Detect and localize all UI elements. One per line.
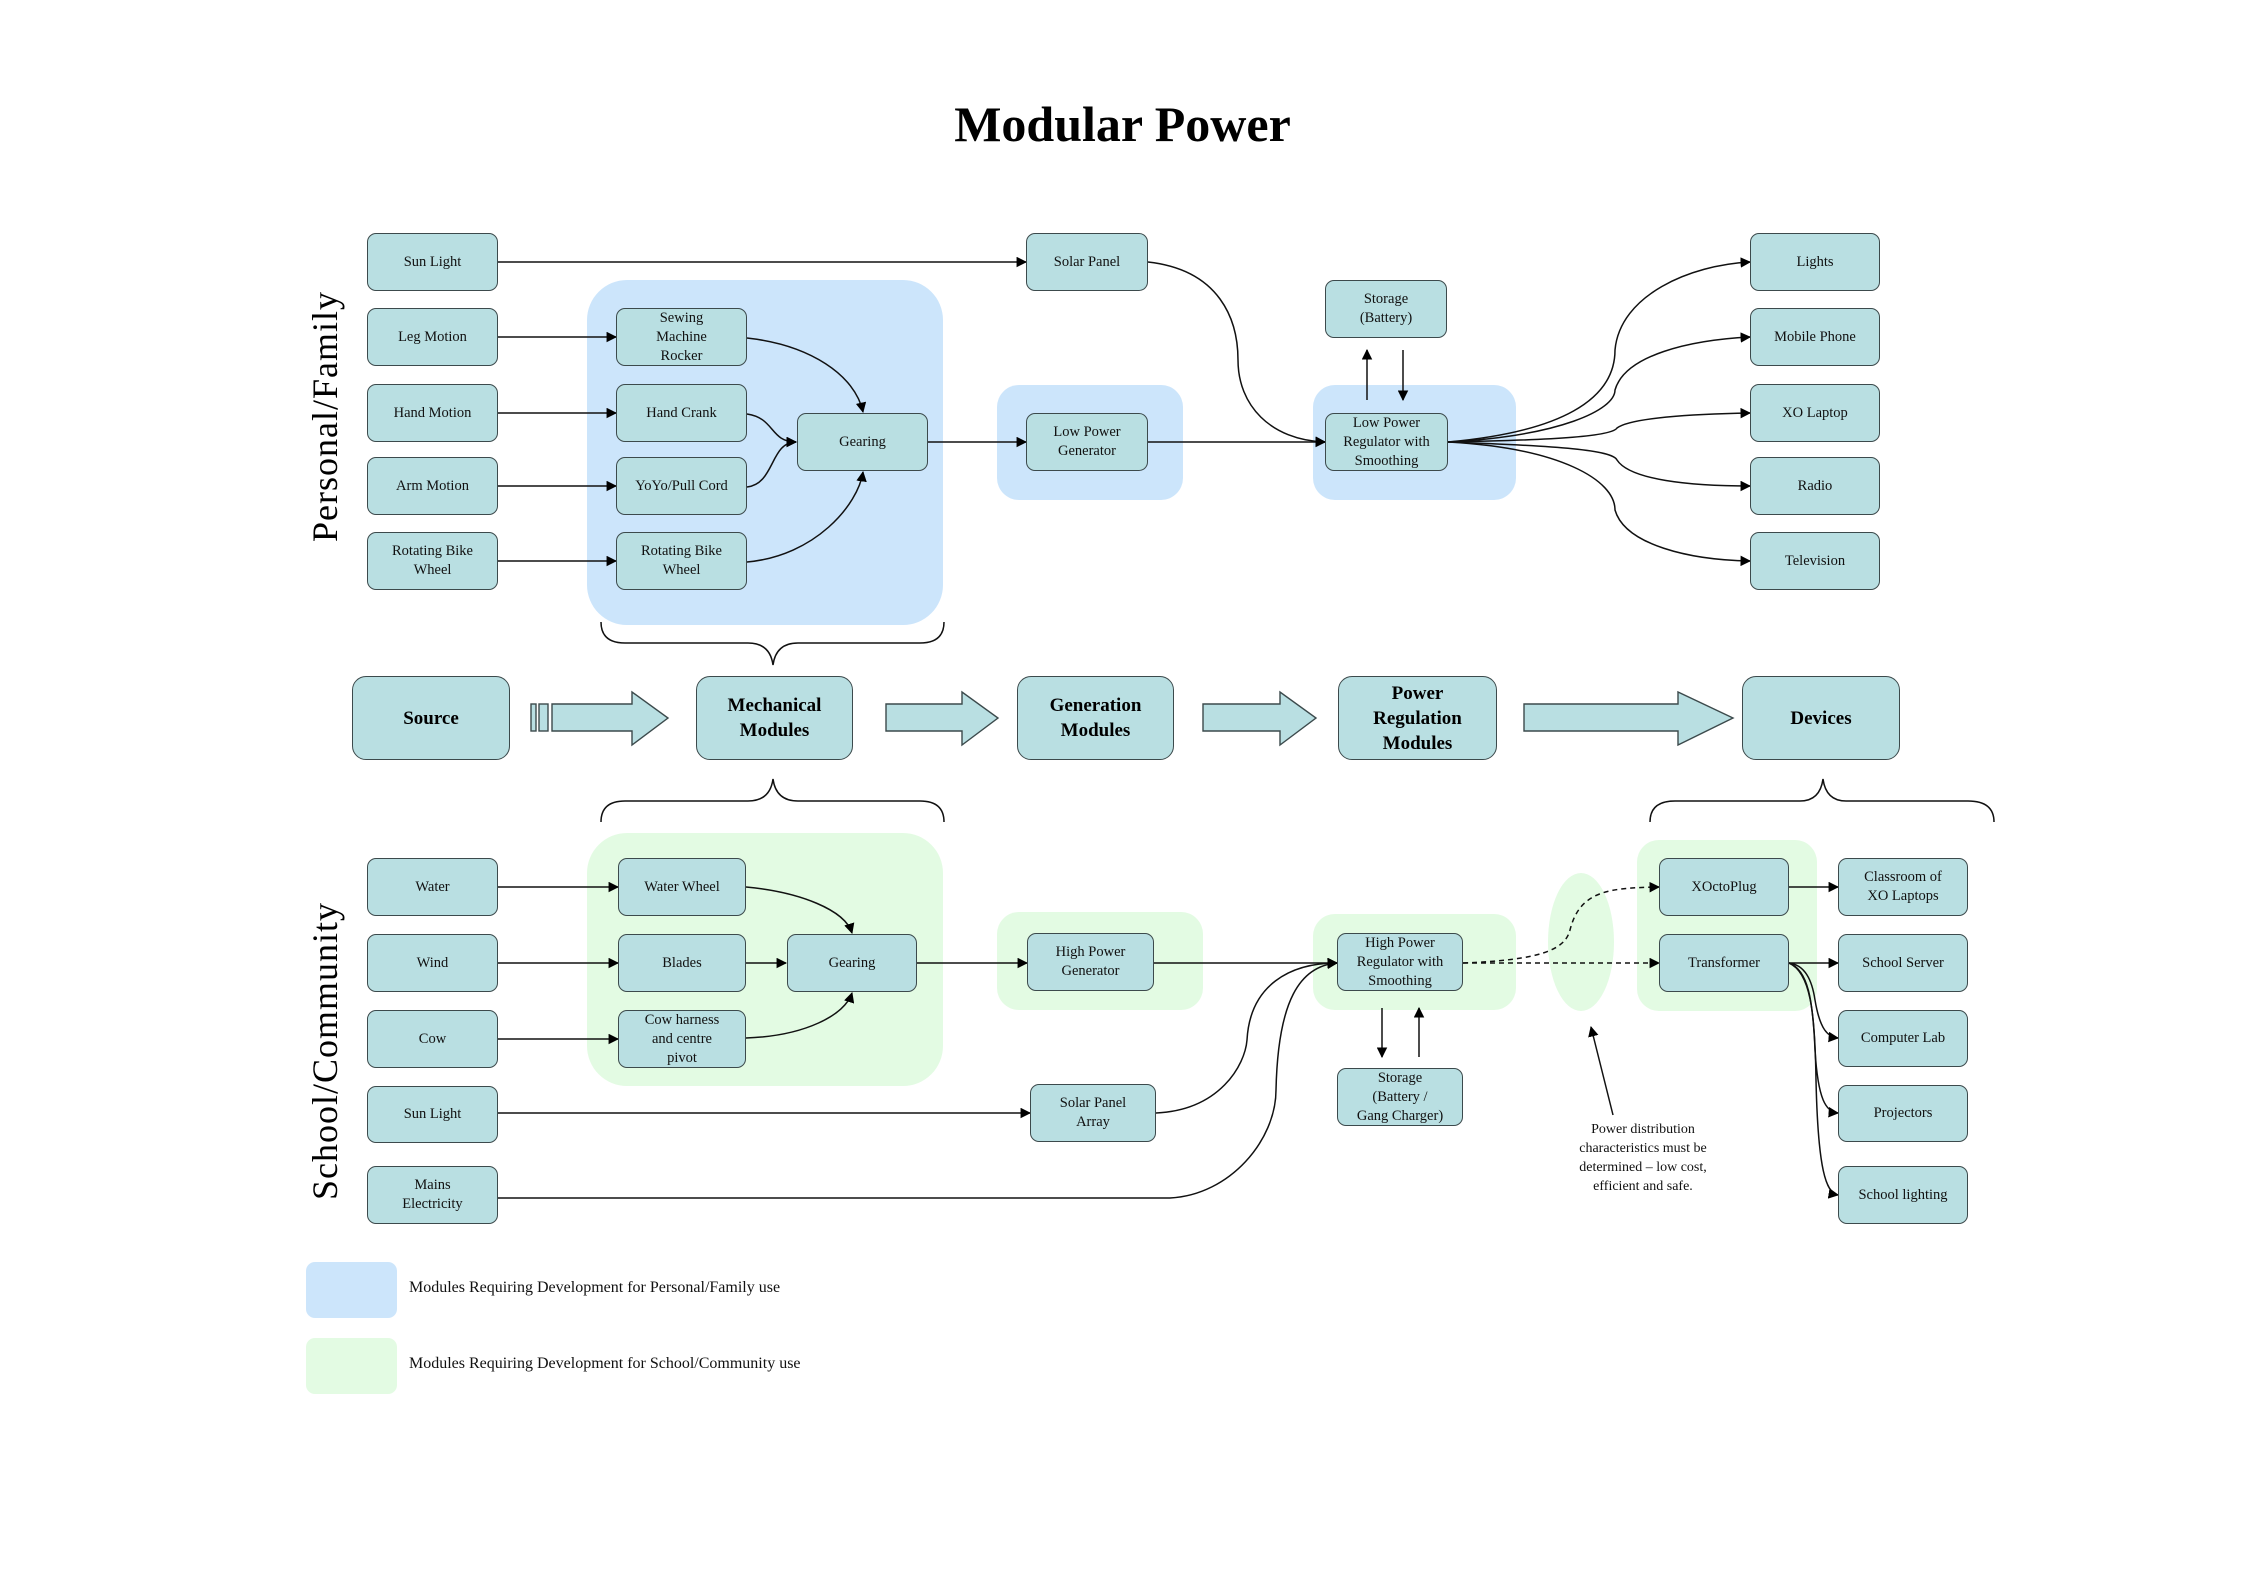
edge-transformer-lab (1788, 962, 1840, 1043)
edge-crank-gearing (746, 413, 798, 448)
diagram-title: Modular Power (954, 96, 1291, 152)
edge-array-regulator (1155, 957, 1339, 1114)
node-school-device[interactable]: School Server (1838, 934, 1968, 992)
node-transformer[interactable]: Transformer (1659, 934, 1789, 992)
edge-reg-lights (1447, 257, 1752, 443)
annotation-arrow (1588, 1025, 1614, 1116)
distribution-annotation: Power distribution characteristics must … (1579, 1122, 1707, 1194)
brace-bottom-devices (1649, 778, 1995, 823)
node-school-mechanical[interactable]: Blades (618, 934, 746, 992)
edge-mains-regulator (498, 958, 1339, 1199)
section-label-school: School/Community (305, 901, 345, 1200)
arrow-regulation-devices (1523, 690, 1735, 747)
node-school-source[interactable]: Water (367, 858, 498, 916)
edge-wheel-gearing (745, 886, 855, 935)
stage-regulation[interactable]: Power Regulation Modules (1338, 676, 1497, 760)
node-personal-device[interactable]: Mobile Phone (1750, 308, 1880, 366)
node-personal-mechanical[interactable]: Sewing Machine Rocker (616, 308, 747, 366)
node-personal-mechanical[interactable]: Rotating Bike Wheel (616, 532, 747, 590)
legend-swatch-personal (306, 1262, 397, 1318)
legend-swatch-school (306, 1338, 397, 1394)
edge-reg-mobile (1447, 332, 1752, 443)
node-school-source[interactable]: Sun Light (367, 1086, 498, 1143)
node-personal-storage[interactable]: Storage (Battery) (1325, 280, 1447, 338)
stage-devices[interactable]: Devices (1742, 676, 1900, 760)
arrow-generation-regulation (1202, 690, 1318, 747)
stage-mechanical[interactable]: Mechanical Modules (696, 676, 853, 760)
stage-source[interactable]: Source (352, 676, 510, 760)
node-personal-source[interactable]: Rotating Bike Wheel (367, 532, 498, 590)
edge-transformer-lighting (1788, 962, 1840, 1199)
node-xoctoplug[interactable]: XOctoPlug (1659, 858, 1789, 916)
node-personal-device[interactable]: Television (1750, 532, 1880, 590)
edge-solar-regulator (1147, 261, 1327, 447)
node-personal-mechanical[interactable]: YoYo/Pull Cord (616, 457, 747, 515)
node-school-device[interactable]: School lighting (1838, 1166, 1968, 1224)
node-high-power-generator[interactable]: High Power Generator (1027, 933, 1154, 991)
node-school-mechanical[interactable]: Cow harness and centre pivot (618, 1010, 746, 1068)
brace-bottom-mechanical (600, 778, 945, 823)
node-personal-source[interactable]: Leg Motion (367, 308, 498, 366)
edge-harness-gearing (745, 991, 855, 1039)
edge-transformer-projectors (1788, 962, 1840, 1118)
node-personal-source[interactable]: Arm Motion (367, 457, 498, 515)
node-school-source[interactable]: Wind (367, 934, 498, 992)
edge-reg-xo (1447, 407, 1752, 443)
node-high-power-regulator[interactable]: High Power Regulator with Smoothing (1337, 933, 1463, 991)
node-low-power-generator[interactable]: Low Power Generator (1026, 413, 1148, 471)
node-school-mechanical[interactable]: Water Wheel (618, 858, 746, 916)
node-school-device[interactable]: Classroom of XO Laptops (1838, 858, 1968, 916)
arrow-mechanical-generation (885, 690, 1000, 747)
arrow-source-mechanical (551, 690, 670, 747)
section-label-personal: Personal/Family (305, 291, 345, 542)
node-personal-gearing[interactable]: Gearing (797, 413, 928, 471)
node-school-source[interactable]: Cow (367, 1010, 498, 1068)
edge-regulator-xoctoplug (1462, 881, 1661, 964)
node-solar-panel-array[interactable]: Solar Panel Array (1030, 1084, 1156, 1142)
node-school-gearing[interactable]: Gearing (787, 934, 917, 992)
node-school-device[interactable]: Computer Lab (1838, 1010, 1968, 1067)
node-school-storage[interactable]: Storage (Battery / Gang Charger) (1337, 1068, 1463, 1126)
legend-label-school: Modules Requiring Development for School… (409, 1355, 801, 1372)
node-personal-device[interactable]: Lights (1750, 233, 1880, 291)
node-personal-device[interactable]: XO Laptop (1750, 384, 1880, 442)
node-school-source[interactable]: Mains Electricity (367, 1166, 498, 1224)
arrow-stripe-1 (530, 703, 537, 732)
brace-top-mechanical (600, 621, 945, 666)
node-personal-source[interactable]: Sun Light (367, 233, 498, 291)
legend-label-personal: Modules Requiring Development for Person… (409, 1279, 781, 1296)
edge-reg-radio (1447, 441, 1752, 492)
edge-reg-tv (1447, 441, 1752, 567)
arrow-stripe-2 (538, 703, 549, 732)
edge-sewing-gearing (746, 337, 867, 414)
edge-rotating-gearing (746, 470, 867, 563)
node-personal-solar-panel[interactable]: Solar Panel (1026, 233, 1148, 291)
node-low-power-regulator[interactable]: Low Power Regulator with Smoothing (1325, 413, 1448, 471)
node-personal-source[interactable]: Hand Motion (367, 384, 498, 442)
school-distribution-ellipse (1548, 873, 1614, 1011)
stage-generation[interactable]: Generation Modules (1017, 676, 1174, 760)
node-school-device[interactable]: Projectors (1838, 1085, 1968, 1142)
edge-yoyo-gearing (746, 436, 798, 488)
node-personal-mechanical[interactable]: Hand Crank (616, 384, 747, 442)
node-personal-device[interactable]: Radio (1750, 457, 1880, 515)
